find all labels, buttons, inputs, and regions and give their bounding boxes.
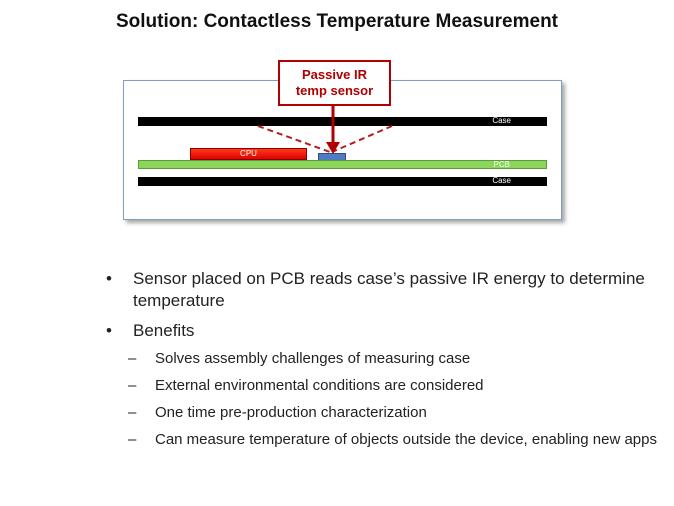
- case-top-bar: Case: [138, 117, 547, 126]
- sub-bullet-item: – Solves assembly challenges of measurin…: [104, 350, 664, 367]
- pcb-bar: PCB: [138, 160, 547, 169]
- bullet-dot-icon: •: [106, 321, 112, 340]
- case-bottom-bar: Case: [138, 177, 547, 186]
- ir-sensor-callout: Passive IR temp sensor: [278, 60, 391, 106]
- sub-bullet-text: One time pre-production characterization: [155, 404, 427, 421]
- slide-title: Solution: Contactless Temperature Measur…: [115, 11, 559, 32]
- dash-icon: –: [128, 431, 137, 448]
- bullet-text: Benefits: [133, 321, 195, 340]
- sub-bullet-text: External environmental conditions are co…: [155, 377, 484, 394]
- bullet-item: • Sensor placed on PCB reads case’s pass…: [104, 268, 664, 312]
- sub-bullet-item: – Can measure temperature of objects out…: [104, 431, 664, 448]
- dash-icon: –: [128, 404, 137, 421]
- dash-icon: –: [128, 350, 137, 367]
- bullet-list: • Sensor placed on PCB reads case’s pass…: [104, 268, 664, 458]
- sub-bullet-item: – External environmental conditions are …: [104, 377, 664, 394]
- sub-bullet-text: Can measure temperature of objects outsi…: [155, 431, 657, 448]
- cpu-block: CPU: [190, 148, 307, 160]
- sub-bullet-text: Solves assembly challenges of measuring …: [155, 350, 471, 367]
- bullet-dot-icon: •: [106, 269, 112, 288]
- bullet-item: • Benefits: [104, 320, 664, 342]
- sub-bullet-item: – One time pre-production characterizati…: [104, 404, 664, 421]
- bullet-text: Sensor placed on PCB reads case’s passiv…: [133, 269, 645, 310]
- callout-line-2: temp sensor: [295, 83, 374, 98]
- callout-line-1: Passive IR: [301, 67, 368, 82]
- dash-icon: –: [128, 377, 137, 394]
